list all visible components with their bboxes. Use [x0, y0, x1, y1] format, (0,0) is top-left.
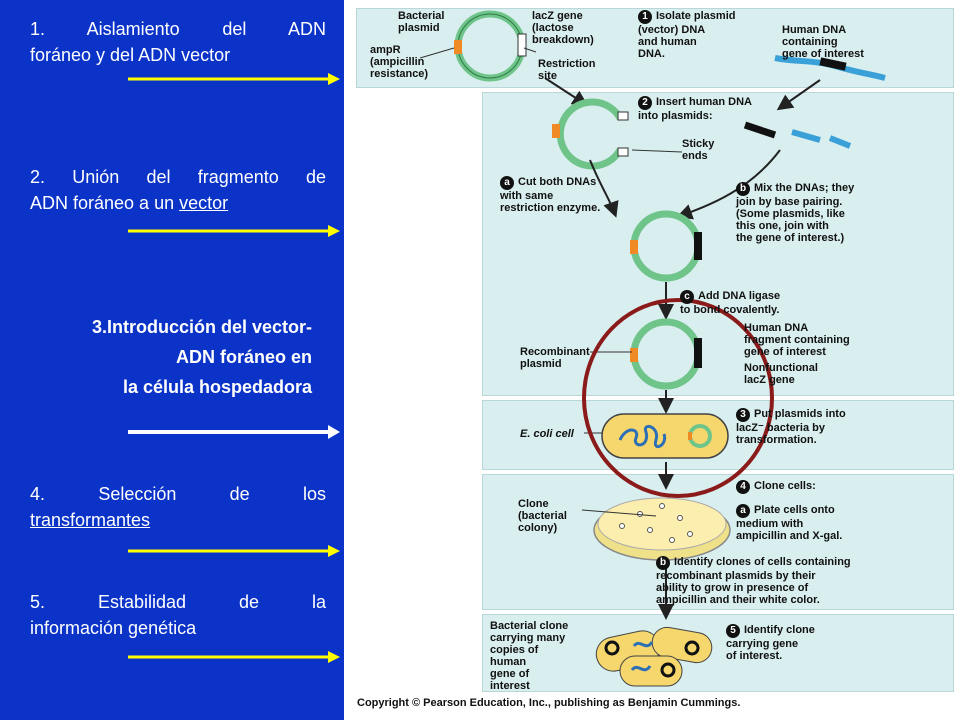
diagram-graphics — [419, 10, 886, 687]
step-3-label-text: Put plasmids into lacZ⁻ bacteria by tran… — [736, 408, 846, 446]
arrow-merge-right — [676, 149, 781, 220]
step-2-vector-link: vector — [179, 193, 229, 213]
step-3-line-1: 3.Introducción del vector- — [91, 317, 312, 337]
label-sticky-ends: Sticky ends — [682, 138, 715, 162]
arrow-dna-down — [776, 79, 821, 111]
copyright-notice: Copyright © Pearson Education, Inc., pub… — [357, 697, 741, 709]
step-2-line-1: 2. Unión del fragmento de — [30, 167, 326, 187]
step-2-line-2: ADN foráneo a un vector — [30, 190, 326, 216]
cloning-diagram: Bacterial plasmid lacZ gene (lactose bre… — [350, 0, 960, 720]
label-recombinant-plasmid: Recombinant plasmid — [520, 346, 590, 370]
label-ecoli-cell: E. coli cell — [520, 428, 574, 440]
step-4-transformantes: transformantes — [30, 510, 151, 530]
step-2-label-text: Insert human DNA into plasmids: — [638, 96, 752, 122]
label-clone: Clone (bacterial colony) — [518, 498, 567, 534]
step-2-line-2-text: ADN foráneo a un — [30, 193, 180, 213]
step-4-line-2: transformantes — [30, 507, 326, 533]
step-1-label-text: Isolate plasmid (vector) DNA and human D… — [638, 10, 736, 60]
step-2a-label-text: Cut both DNAs with same restriction enzy… — [500, 176, 601, 214]
step-5-label-text: Identify clone carrying gene of interest… — [726, 624, 815, 662]
label-nonfunctional-lacz: Nonfunctional lacZ gene — [744, 362, 818, 386]
step-1-text: 1. Aislamiento del ADN foráneo y del ADN… — [30, 16, 326, 68]
bacterial-plasmid-icon — [454, 10, 527, 82]
step-number: 1 — [638, 10, 652, 24]
arrow-5 — [128, 651, 340, 663]
joined-plasmid-icon — [630, 210, 702, 282]
step-number: 3 — [736, 408, 750, 422]
arrow-2 — [128, 225, 340, 237]
step-number: 4 — [736, 480, 750, 494]
highlight-circle — [582, 298, 774, 498]
step-4a-label-text: Plate cells onto medium with ampicillin … — [736, 504, 843, 542]
arrow-3 — [128, 425, 340, 439]
step-3-line-3: la célula hospedadora — [122, 377, 312, 397]
step-4-label-text: Clone cells: — [754, 480, 816, 492]
step-letter: b — [736, 182, 750, 196]
step-4-label: 4 Clone cells: — [736, 480, 816, 494]
human-dna-icon — [774, 55, 886, 81]
label-human-fragment: Human DNA fragment containing gene of in… — [744, 322, 850, 358]
recombinant-plasmid-icon — [630, 318, 702, 390]
step-4-text: 4. Selección de los transformantes — [30, 481, 326, 533]
arrow-1 — [128, 73, 340, 85]
cut-plasmid-icon — [552, 98, 629, 170]
step-1-line-2: foráneo y del ADN vector — [30, 45, 231, 65]
label-restriction-site: Restriction site — [538, 58, 596, 82]
step-number: 2 — [638, 96, 652, 110]
step-letter: a — [500, 176, 514, 190]
ecoli-cell-icon — [601, 413, 729, 459]
step-5-text: 5. Estabilidad de la información genétic… — [30, 589, 326, 641]
step-letter: c — [680, 290, 694, 304]
bacterial-clone-icon — [595, 626, 713, 687]
step-3-line-2: ADN foráneo en — [175, 347, 312, 367]
dna-fragment-icon — [743, 121, 852, 149]
step-4b-label-text: Identify clones of cells containing reco… — [656, 556, 851, 606]
divider — [344, 0, 350, 720]
arrow-merge-left — [589, 159, 619, 218]
petri-dish-icon — [593, 497, 731, 561]
arrow-4 — [128, 545, 340, 557]
panel-step-5 — [482, 614, 954, 692]
step-3-text: 3.Introducción del vector- ADN foráneo e… — [20, 312, 312, 402]
step-number: 5 — [726, 624, 740, 638]
label-bacterial-clone: Bacterial clone carrying many copies of … — [490, 620, 569, 692]
step-letter: b — [656, 556, 670, 570]
step-5-line-2: información genética — [30, 618, 197, 638]
label-human-dna: Human DNA containing gene of interest — [782, 24, 864, 60]
left-panel: 1. Aislamiento del ADN foráneo y del ADN… — [0, 0, 344, 720]
label-bacterial-plasmid: Bacterial plasmid — [398, 10, 445, 34]
step-letter: a — [736, 504, 750, 518]
step-2c-label-text: Add DNA ligase to bond covalently. — [680, 290, 781, 316]
label-ampr: ampR (ampicillin resistance) — [370, 44, 429, 80]
step-4-line-1: 4. Selección de los — [30, 484, 326, 504]
step-5-line-1: 5. Estabilidad de la — [30, 592, 326, 612]
step-1-line-1: 1. Aislamiento del ADN — [30, 19, 326, 39]
step-2b-label-text: Mix the DNAs; they join by base pairing.… — [736, 182, 855, 244]
step-2-text: 2. Unión del fragmento de ADN foráneo a … — [30, 164, 326, 216]
label-lacz-gene: lacZ gene (lactose breakdown) — [532, 10, 594, 46]
arrow-plasmid-down — [544, 77, 589, 107]
